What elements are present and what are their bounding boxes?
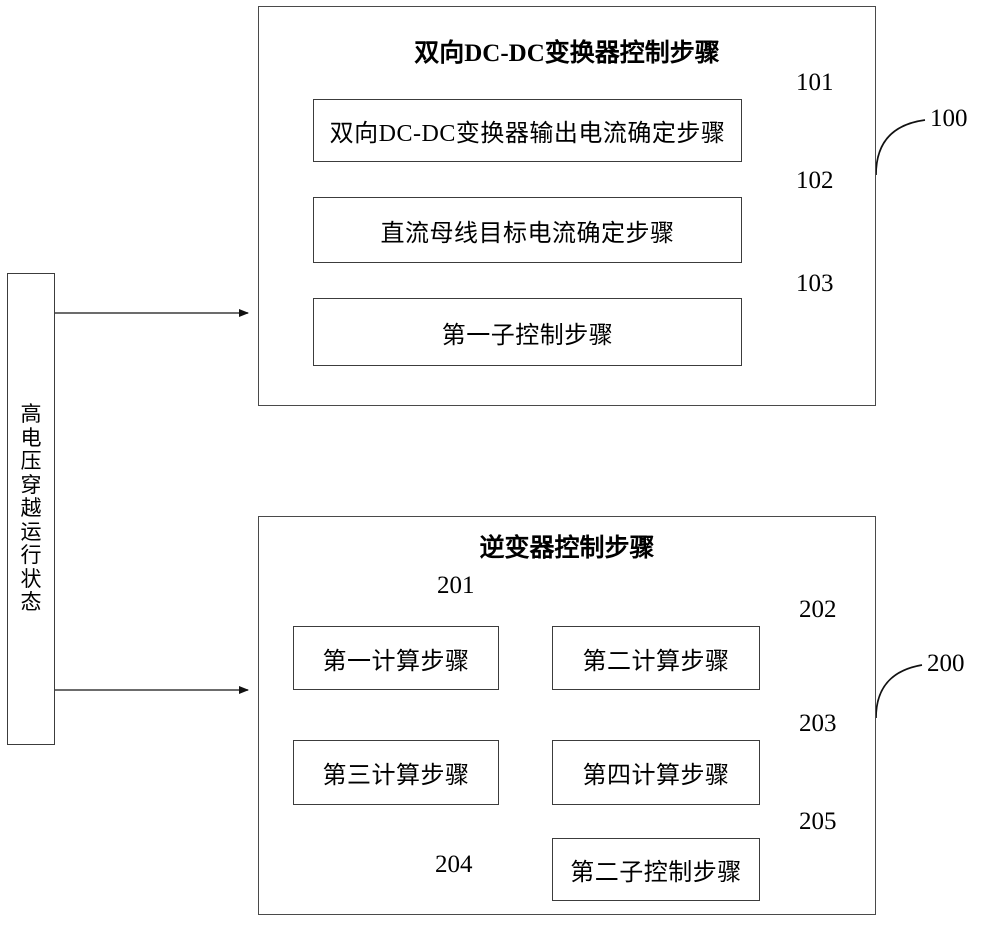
step-box-202-label: 第二计算步骤 xyxy=(582,648,730,675)
leader-100 xyxy=(875,119,926,176)
ref-number-202: 202 xyxy=(799,596,837,623)
source-state-char-5: 运 xyxy=(20,519,42,544)
ref-number-204: 204 xyxy=(435,851,473,878)
source-state-char-8: 态 xyxy=(20,590,42,615)
step-box-203[interactable]: 第四计算步骤 xyxy=(552,740,760,805)
step-box-201-label: 第一计算步骤 xyxy=(322,648,470,675)
source-state-char-7: 状 xyxy=(20,566,42,591)
inverter-group-title: 逆变器控制步骤 xyxy=(479,535,655,562)
dcdc-group-title: 双向DC-DC变换器控制步骤 xyxy=(414,40,720,67)
step-box-201[interactable]: 第一计算步骤 xyxy=(293,626,499,690)
source-state-char-3: 穿 xyxy=(20,472,42,497)
ref-number-102: 102 xyxy=(796,167,834,194)
ref-number-201: 201 xyxy=(437,572,475,599)
source-state-char-1: 电 xyxy=(20,425,42,450)
step-box-204-label: 第三计算步骤 xyxy=(322,763,470,789)
ref-number-205: 205 xyxy=(799,808,837,835)
ref-number-103: 103 xyxy=(796,270,834,297)
step-box-102[interactable]: 直流母线目标电流确定步骤 xyxy=(313,197,742,263)
step-box-202[interactable]: 第二计算步骤 xyxy=(552,626,760,690)
ref-number-100: 100 xyxy=(930,105,968,132)
step-box-101[interactable]: 双向DC-DC变换器输出电流确定步骤 xyxy=(313,99,742,162)
ref-number-200: 200 xyxy=(927,650,965,677)
leader-200 xyxy=(875,664,923,719)
step-box-204[interactable]: 第三计算步骤 xyxy=(293,740,499,805)
step-box-103-label: 第一子控制步骤 xyxy=(441,322,614,349)
step-box-102-label: 直流母线目标电流确定步骤 xyxy=(380,220,675,247)
ref-number-101: 101 xyxy=(796,69,834,96)
source-state-label: 高 电 压 穿 越 运 行 状 态 xyxy=(8,274,54,744)
source-state-char-6: 行 xyxy=(20,543,42,568)
source-state-char-4: 越 xyxy=(20,496,42,521)
step-box-203-label: 第四计算步骤 xyxy=(582,763,730,789)
source-state-box[interactable]: 高 电 压 穿 越 运 行 状 态 xyxy=(7,273,55,745)
source-state-char-2: 压 xyxy=(20,449,42,474)
step-box-205[interactable]: 第二子控制步骤 xyxy=(552,838,760,901)
ref-number-203: 203 xyxy=(799,710,837,737)
source-state-char-0: 高 xyxy=(20,402,42,427)
step-box-103[interactable]: 第一子控制步骤 xyxy=(313,298,742,366)
step-box-205-label: 第二子控制步骤 xyxy=(570,860,742,886)
step-box-101-label: 双向DC-DC变换器输出电流确定步骤 xyxy=(329,121,726,147)
